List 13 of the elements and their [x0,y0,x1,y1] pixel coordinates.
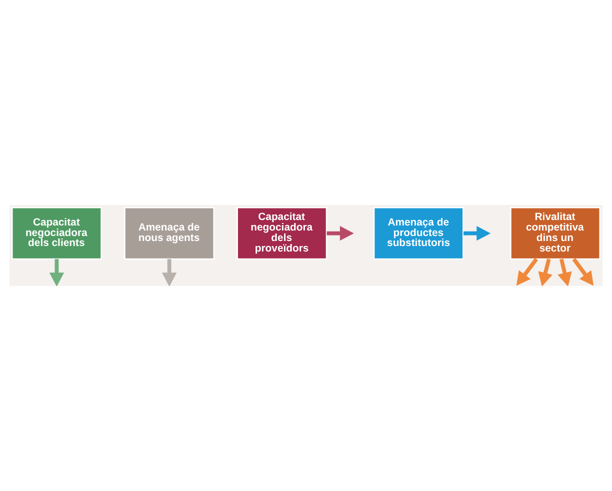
node-box: Amenaça de nous agents [124,206,215,260]
arrow [49,259,64,286]
node-box: Capacitat negociadora dels proveïdors [236,206,328,260]
arrow [326,226,354,241]
arrow [558,258,572,286]
arrow [162,259,177,286]
node-box: Amenaça de productes substitutoris [373,206,464,260]
arrow [538,258,552,286]
arrow [516,258,538,286]
node-box: Capacitat negociadora dels clients [11,206,102,260]
node-box: Rivalitat competitiva dins un sector [510,206,601,260]
arrow [463,226,491,241]
arrow [572,258,594,286]
